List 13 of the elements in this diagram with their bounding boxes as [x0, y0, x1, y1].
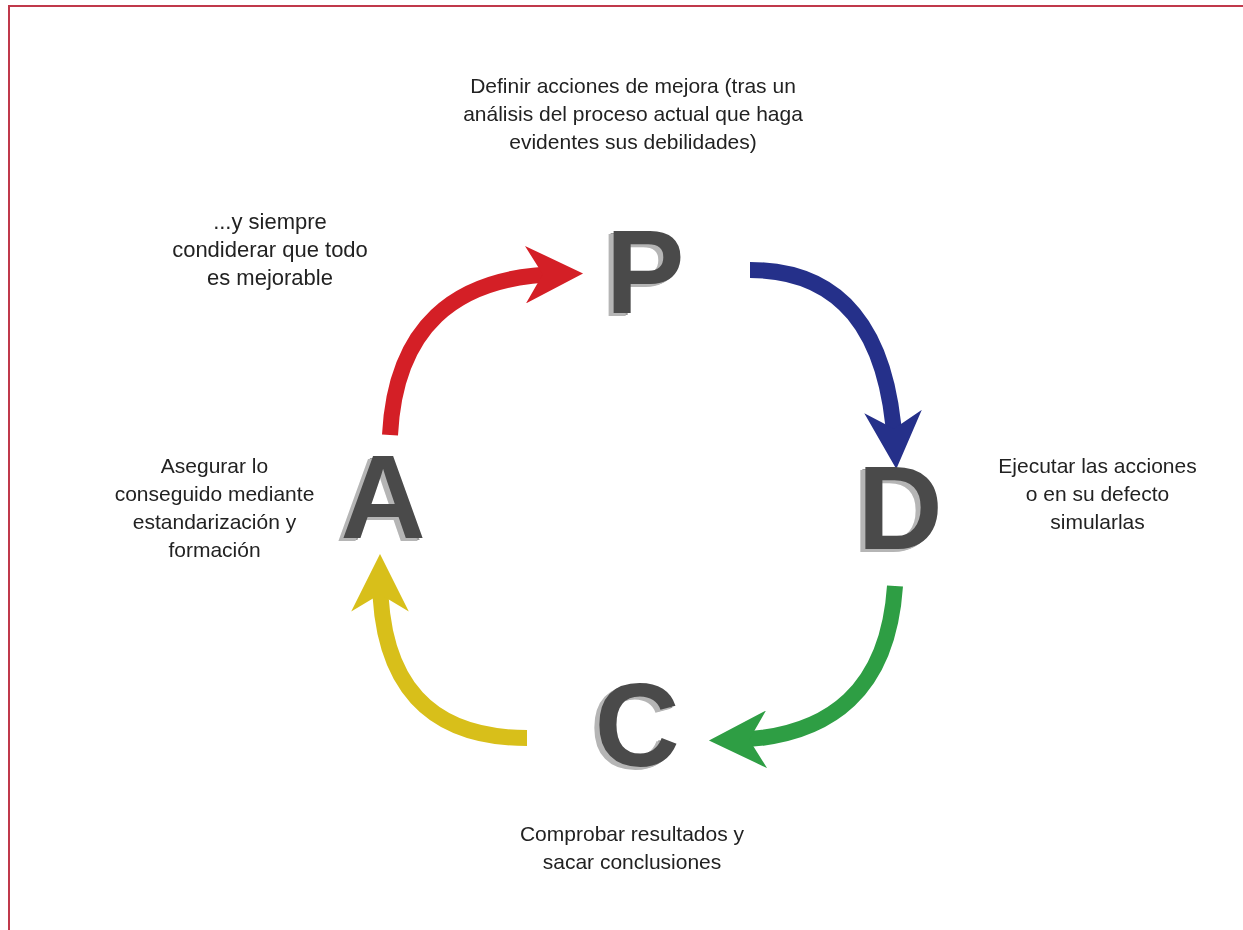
- arrow: [382, 247, 583, 436]
- letter: P: [590, 212, 700, 332]
- arrow: [749, 262, 921, 469]
- step-description: Comprobar resultados y sacar conclusiones: [518, 821, 746, 875]
- letter: A: [328, 437, 438, 557]
- step-description: Ejecutar las acciones o en su defecto simularlas: [997, 453, 1198, 535]
- step-description: Asegurar lo conseguido mediante estandarización y formación: [113, 453, 316, 563]
- arrow: [709, 585, 903, 767]
- letter: C: [582, 665, 692, 785]
- letter: D: [845, 448, 955, 568]
- note: ...y siempre condiderar que todo es mejorable: [171, 208, 369, 292]
- arrow: [352, 554, 528, 746]
- step-description: Definir acciones de mejora (tras un análisis del proceso actual que haga evidentes sus debilidades): [463, 73, 803, 155]
